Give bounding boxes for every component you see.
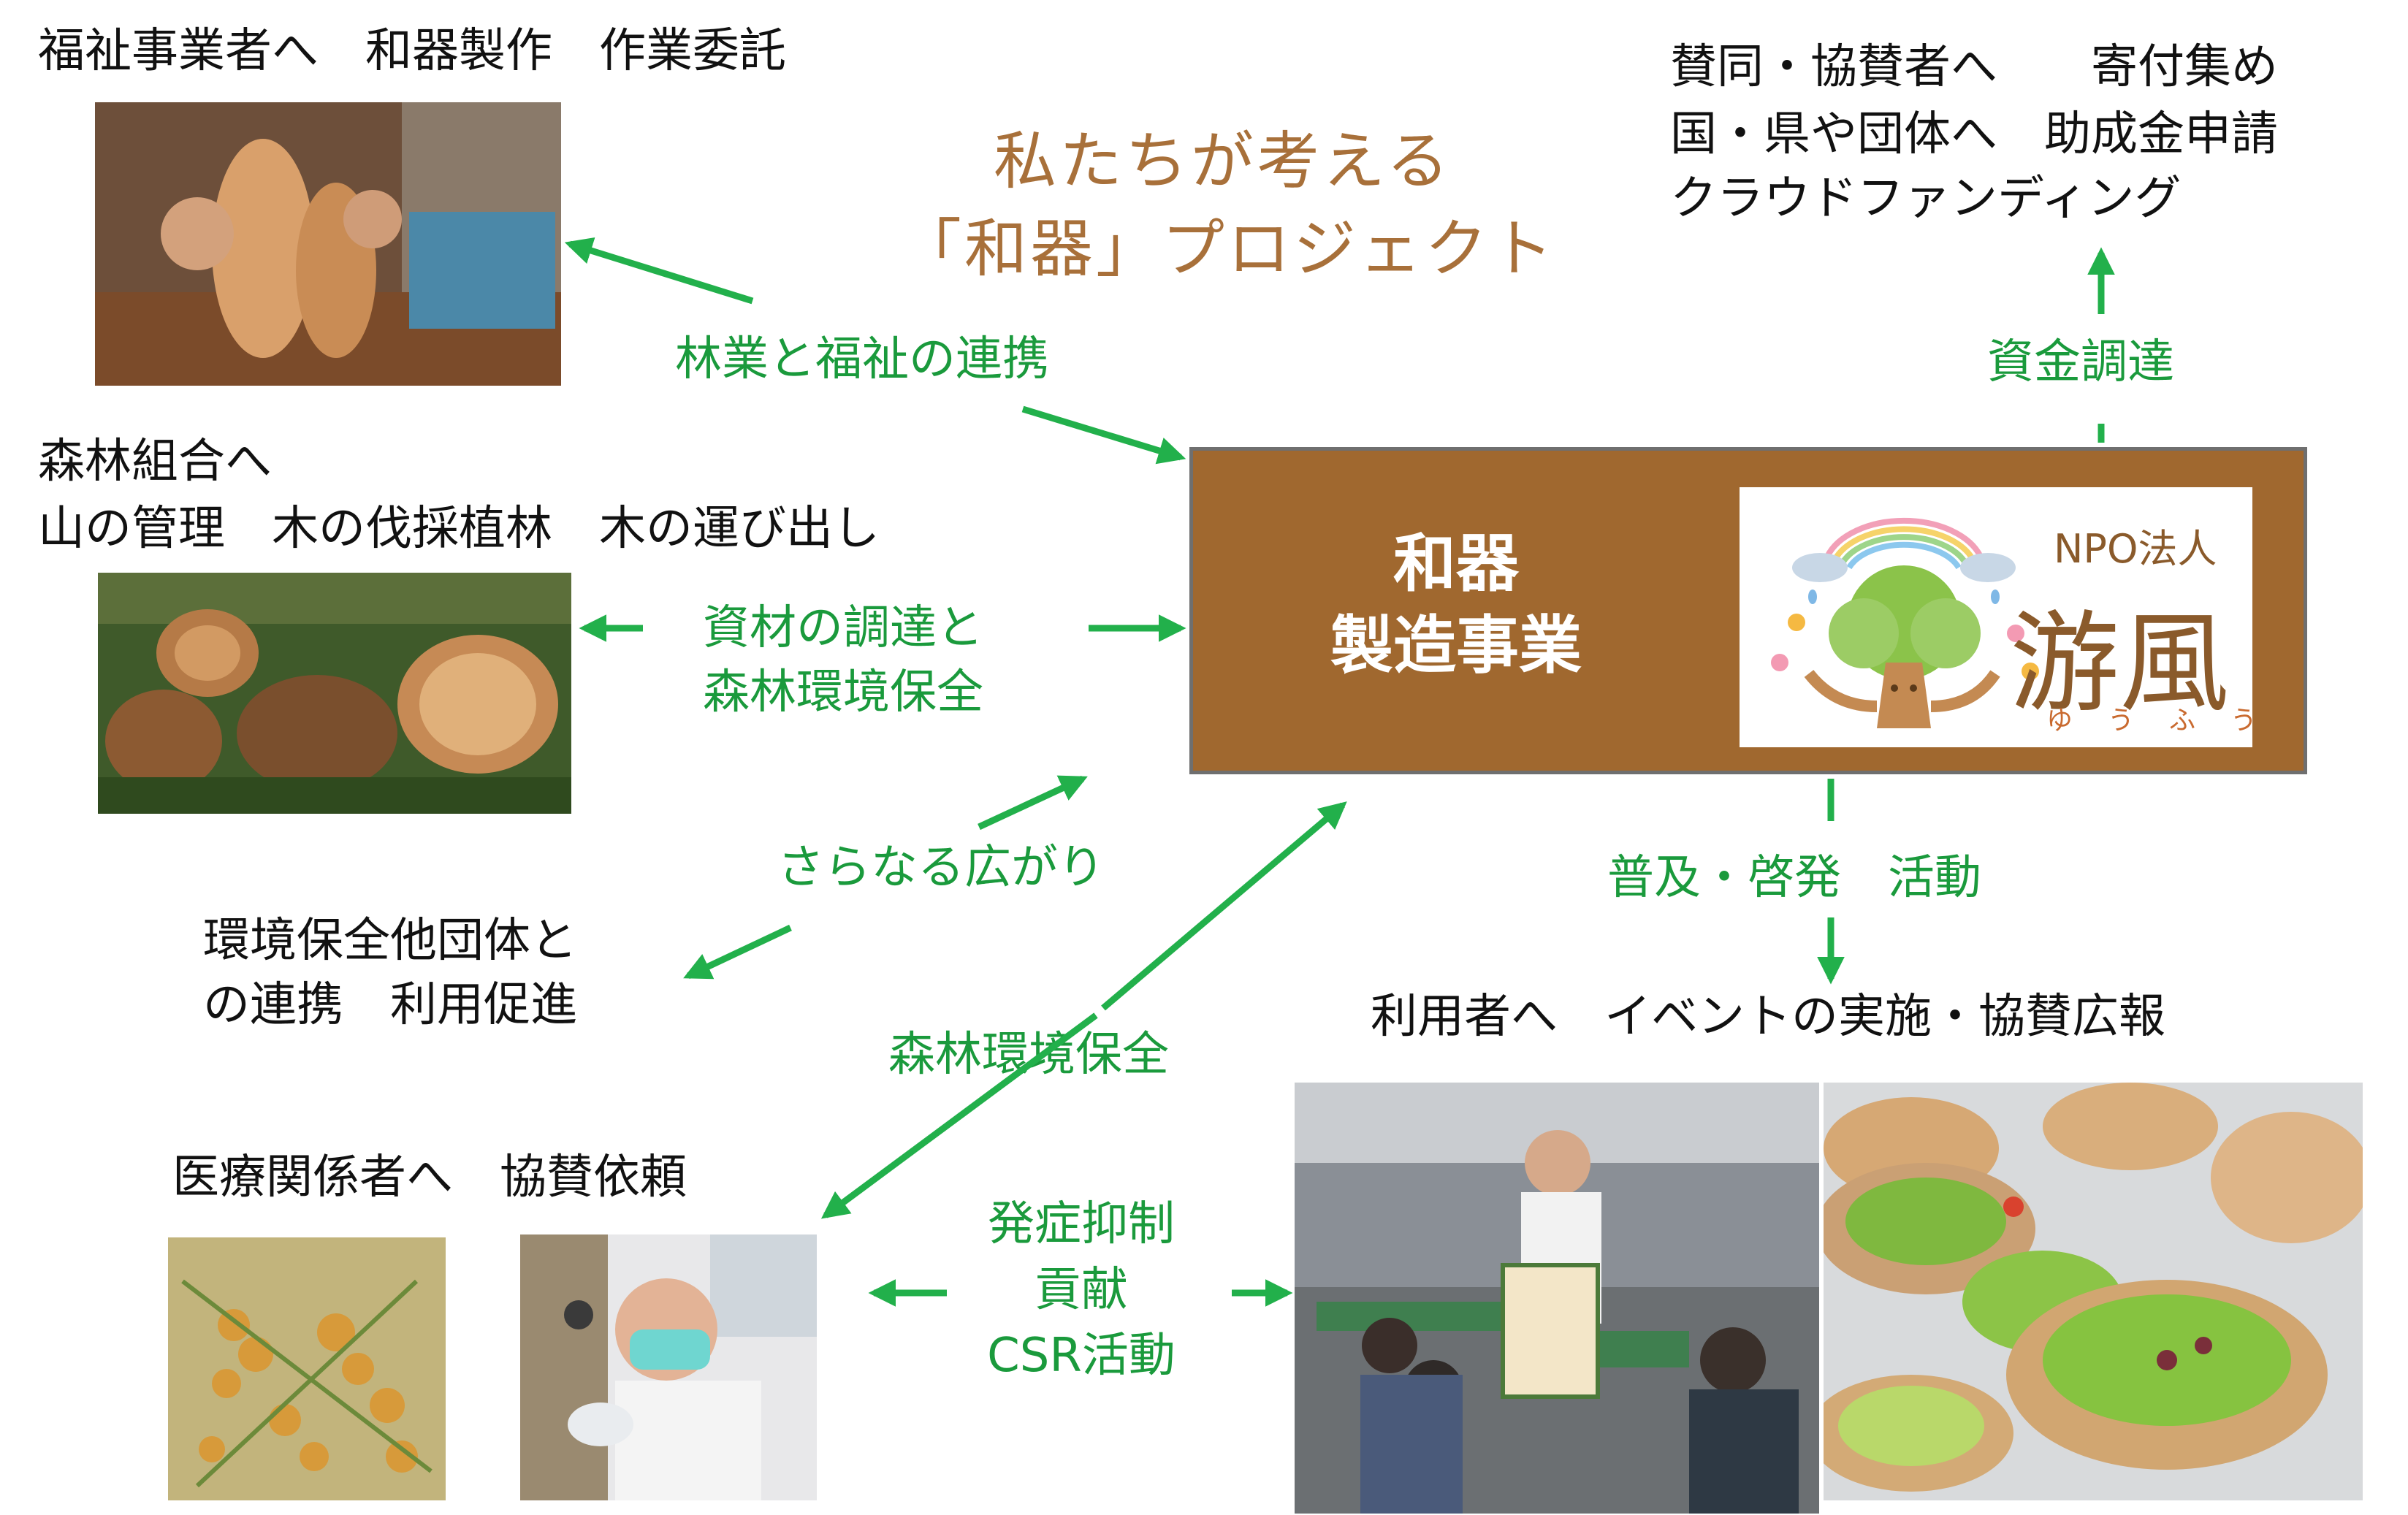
- arrow-expansion-up: [979, 779, 1083, 827]
- arrow-to-core-from-welfare: [1023, 409, 1181, 457]
- arrow-to-welfare: [570, 244, 752, 301]
- arrow-expansion-down: [688, 928, 790, 976]
- arrow-forest-env-down: [826, 1015, 1096, 1216]
- arrow-forest-env-up: [1103, 805, 1343, 1008]
